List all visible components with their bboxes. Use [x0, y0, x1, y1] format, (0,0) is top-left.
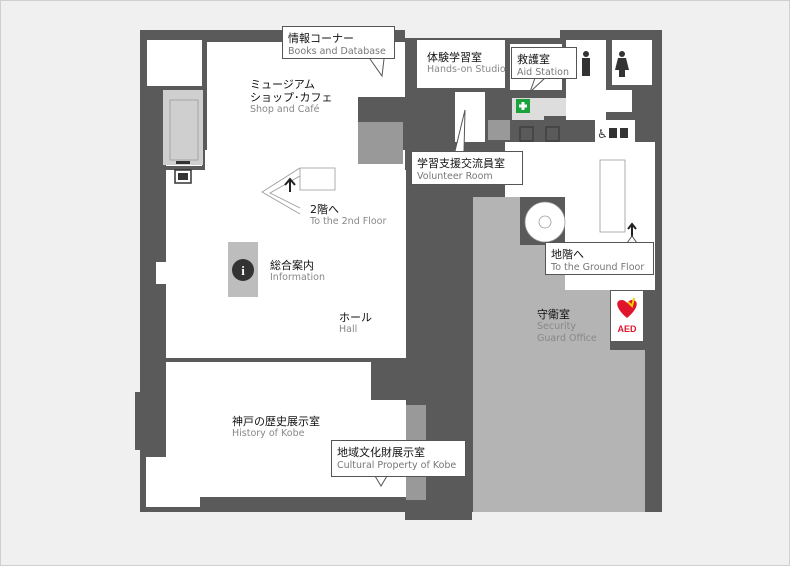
security-en1: Security [537, 321, 577, 333]
books-jp: 情報コーナー [288, 32, 354, 45]
callout-pointers [369, 58, 638, 487]
security-label: 守衛室 Security Guard Office [537, 308, 597, 344]
history-en: History of Kobe [232, 428, 305, 440]
information-jp: 総合案内 [270, 259, 314, 272]
cultural-callout: 地域文化財展示室 Cultural Property of Kobe [331, 440, 466, 477]
locker-icon [174, 161, 192, 184]
second-floor-en: To the 2nd Floor [310, 216, 387, 228]
shop-label[interactable]: ミュージアム ショップ･カフェ Shop and Café [250, 78, 333, 116]
elevator-icon [519, 126, 560, 142]
books-callout: 情報コーナー Books and Database [282, 26, 395, 59]
information-icon: i [232, 259, 254, 281]
svg-text:i: i [241, 263, 245, 278]
shop-jp1: ミュージアム [250, 78, 316, 91]
accessible-toilet-icon: ♿ [597, 127, 628, 141]
second-floor-jp: 2階へ [310, 203, 339, 216]
cultural-en: Cultural Property of Kobe [337, 460, 457, 471]
volunteer-callout: 学習支援交流員室 Volunteer Room [411, 151, 523, 185]
history-label[interactable]: 神戸の歴史展示室 History of Kobe [232, 415, 320, 440]
restroom-women-icon [615, 51, 629, 77]
aed-icon: AED [617, 297, 637, 334]
security-jp: 守衛室 [537, 308, 570, 321]
first-aid-icon [516, 99, 530, 113]
arrow-up-icon [284, 177, 637, 240]
stairs [169, 99, 626, 243]
volunteer-jp: 学習支援交流員室 [417, 157, 505, 170]
aid-callout: 救護室 Aid Station [511, 47, 577, 79]
books-en: Books and Database [288, 46, 386, 57]
aid-en: Aid Station [517, 67, 569, 78]
cultural-jp: 地域文化財展示室 [337, 446, 425, 459]
history-jp: 神戸の歴史展示室 [232, 415, 320, 428]
ground-floor-callout: 地階へ To the Ground Floor [545, 242, 654, 275]
volunteer-en: Volunteer Room [417, 171, 493, 182]
ground-floor-en: To the Ground Floor [551, 262, 645, 273]
information-en: Information [270, 272, 325, 284]
hall-en: Hall [339, 324, 358, 336]
svg-text:AED: AED [617, 324, 637, 334]
second-floor-label[interactable]: 2階へ To the 2nd Floor [310, 203, 386, 228]
restroom-men-icon [582, 51, 590, 76]
hands-on-label[interactable]: 体験学習室 Hands-on Studio [427, 51, 506, 76]
svg-text:♿: ♿ [597, 127, 608, 141]
hands-on-jp: 体験学習室 [427, 51, 482, 64]
hands-on-en: Hands-on Studio [427, 64, 506, 76]
security-en2: Guard Office [537, 332, 597, 344]
aid-jp: 救護室 [517, 53, 550, 66]
hall-jp: ホール [339, 311, 372, 324]
shop-jp2: ショップ･カフェ [250, 91, 333, 105]
hall-label[interactable]: ホール Hall [339, 311, 372, 336]
information-label[interactable]: 総合案内 Information [270, 259, 325, 284]
wall-columns [149, 122, 165, 458]
shop-en: Shop and Café [250, 104, 320, 116]
ground-floor-jp: 地階へ [551, 248, 584, 261]
